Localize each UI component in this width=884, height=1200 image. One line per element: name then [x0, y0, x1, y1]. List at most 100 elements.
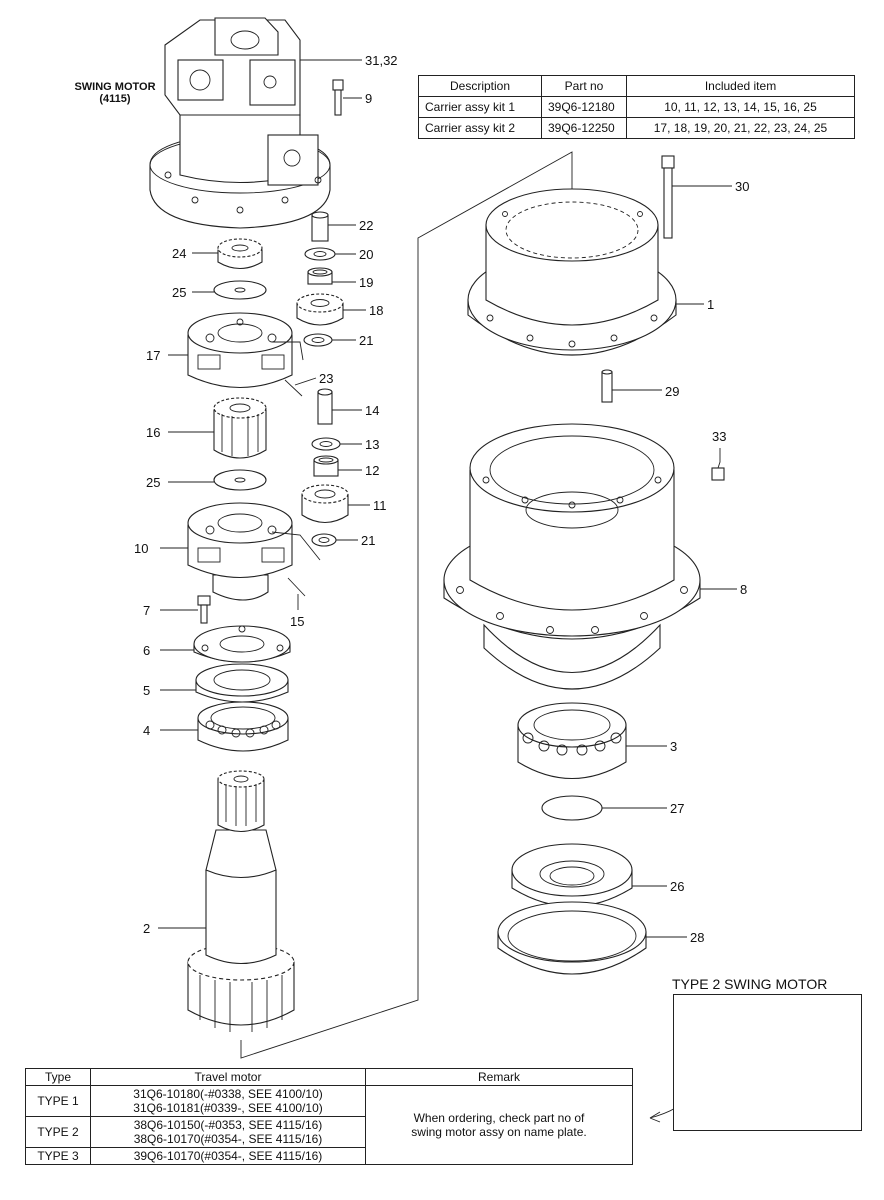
travel-motor-cell: 31Q6-10180(-#0338, SEE 4100/10) 31Q6-101…: [90, 1085, 366, 1117]
assembly-connector-line: [240, 151, 573, 1059]
callout-31-32: 31,32: [365, 53, 398, 68]
part-11-planet-gear: [301, 484, 349, 524]
callout-6: 6: [143, 643, 150, 658]
part-14-pin: [317, 388, 333, 425]
callout-1: 1: [707, 297, 714, 312]
kit-part-no: 39Q6-12180: [541, 96, 627, 118]
callout-33: 33: [712, 429, 726, 444]
type-name: TYPE 2: [25, 1116, 91, 1148]
callout-12: 12: [365, 463, 379, 478]
callout-4: 4: [143, 723, 150, 738]
travel-motor-part: 39Q6-10170(#0354-, SEE 4115/16): [133, 1149, 323, 1163]
remark-text: swing motor assy on name plate.: [411, 1125, 587, 1139]
part-18-planet-gear: [296, 293, 344, 326]
part-17-carrier: [187, 312, 304, 388]
type-table-header: Type Travel motor Remark: [25, 1068, 633, 1086]
part-27-o-ring: [541, 795, 603, 821]
callout-15: 15: [290, 614, 304, 629]
callout-27: 27: [670, 801, 684, 816]
part-22-pin: [311, 211, 329, 242]
part-6-plate: [193, 625, 291, 663]
callout-24: 24: [172, 246, 186, 261]
kit-header-description: Description: [418, 75, 542, 97]
part-8-housing: [443, 423, 701, 690]
callout-30: 30: [735, 179, 749, 194]
callout-21-upper: 21: [359, 333, 373, 348]
type-header-remark: Remark: [365, 1068, 633, 1086]
table-row: TYPE 2 38Q6-10150(-#0353, SEE 4115/16) 3…: [25, 1116, 633, 1148]
type-header-type: Type: [25, 1068, 91, 1086]
remark-text: When ordering, check part no of: [413, 1111, 585, 1125]
callout-21-lower: 21: [361, 533, 375, 548]
callout-17: 17: [146, 348, 160, 363]
kit-table-header: Description Part no Included item: [418, 75, 855, 97]
part-29-pin: [601, 369, 613, 403]
callout-23: 23: [319, 371, 333, 386]
kit-header-included-item: Included item: [626, 75, 855, 97]
carrier-kit-table: Description Part no Included item Carrie…: [418, 75, 855, 139]
callout-26: 26: [670, 879, 684, 894]
part-21-washer-upper: [303, 333, 333, 347]
callout-2: 2: [143, 921, 150, 936]
callout-19: 19: [359, 275, 373, 290]
part-10-carrier: [187, 502, 321, 601]
callout-10: 10: [134, 541, 148, 556]
type-header-travel-motor: Travel motor: [90, 1068, 366, 1086]
part-25-thrust-plate-upper: [213, 280, 267, 300]
type2-swing-motor-title: TYPE 2 SWING MOTOR: [672, 976, 828, 992]
part-9-bolt: [332, 79, 344, 116]
kit-included-items: 17, 18, 19, 20, 21, 22, 23, 24, 25: [626, 117, 855, 139]
travel-motor-cell: 38Q6-10150(-#0353, SEE 4115/16) 38Q6-101…: [90, 1116, 366, 1148]
kit-header-part-no: Part no: [541, 75, 627, 97]
remark-cell: When ordering, check part no of swing mo…: [365, 1085, 633, 1165]
part-16-sun-gear: [213, 397, 267, 459]
part-33-plug: [711, 467, 725, 481]
part-30-bolt: [661, 155, 675, 239]
travel-motor-part: 31Q6-10181(#0339-, SEE 4100/10): [133, 1101, 323, 1115]
travel-motor-part: 31Q6-10180(-#0338, SEE 4100/10): [133, 1087, 323, 1101]
part-24-gear: [217, 238, 263, 270]
part-2-drive-shaft: [187, 770, 295, 1032]
table-row: TYPE 1 31Q6-10180(-#0338, SEE 4100/10) 3…: [25, 1085, 633, 1165]
part-28-seal-ring: [497, 901, 647, 975]
travel-motor-part: 38Q6-10170(#0354-, SEE 4115/16): [133, 1132, 323, 1146]
callout-22: 22: [359, 218, 373, 233]
callout-7: 7: [143, 603, 150, 618]
callout-13: 13: [365, 437, 379, 452]
part-25-thrust-plate-lower: [213, 469, 267, 491]
callout-25-lower: 25: [146, 475, 160, 490]
kit-description: Carrier assy kit 1: [418, 96, 542, 118]
type-name: TYPE 1: [25, 1085, 91, 1117]
table-row: Carrier assy kit 2 39Q6-12250 17, 18, 19…: [418, 117, 855, 139]
callout-14: 14: [365, 403, 379, 418]
part-12-needle-bearing: [313, 455, 339, 477]
table-row: TYPE 3 39Q6-10170(#0354-, SEE 4115/16): [25, 1147, 633, 1165]
part-3-roller-bearing: [517, 702, 627, 779]
part-15-roll-pin: [287, 577, 306, 597]
kit-included-items: 10, 11, 12, 13, 14, 15, 16, 25: [626, 96, 855, 118]
swing-motor-code: (4115): [99, 93, 131, 105]
callout-8: 8: [740, 582, 747, 597]
part-23-roll-pin: [284, 379, 303, 397]
callout-18: 18: [369, 303, 383, 318]
callout-25-upper: 25: [172, 285, 186, 300]
callout-20: 20: [359, 247, 373, 262]
table-row: Carrier assy kit 1 39Q6-12180 10, 11, 12…: [418, 96, 855, 118]
swing-motor-illustration: [149, 17, 331, 229]
swing-motor-label: SWING MOTOR: [74, 81, 155, 93]
part-7-bolt: [197, 595, 211, 624]
part-1-ring-gear: [467, 188, 677, 356]
part-13-washer: [311, 437, 341, 451]
travel-motor-type-table: Type Travel motor Remark TYPE 1 31Q6-101…: [25, 1068, 633, 1165]
part-5-oil-seal: [195, 663, 289, 703]
callout-11: 11: [373, 498, 387, 513]
callout-28: 28: [690, 930, 704, 945]
callout-29: 29: [665, 384, 679, 399]
part-26-floating-seal: [511, 843, 633, 908]
part-4-roller-bearing: [197, 701, 289, 752]
travel-motor-part: 38Q6-10150(-#0353, SEE 4115/16): [133, 1118, 323, 1132]
callout-3: 3: [670, 739, 677, 754]
part-20-washer: [304, 247, 336, 261]
kit-description: Carrier assy kit 2: [418, 117, 542, 139]
type-name: TYPE 3: [25, 1147, 91, 1165]
